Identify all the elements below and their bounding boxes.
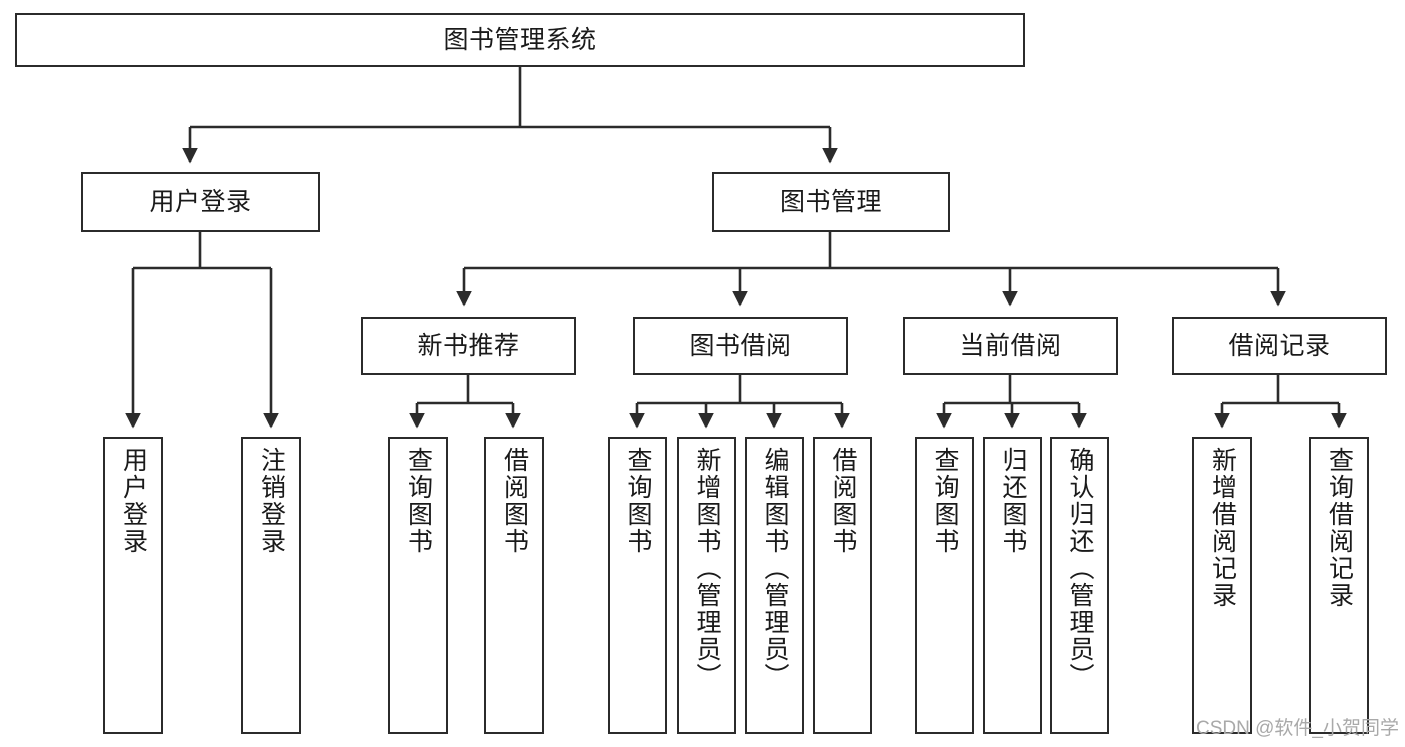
node-leaf-borrow-book-new[interactable]: 借阅图书 xyxy=(484,437,544,734)
node-leaf-confirm-return[interactable]: 确认归还（管理员） xyxy=(1050,437,1109,734)
node-label: 确认归还（管理员） xyxy=(1066,447,1094,690)
node-label: 图书借阅 xyxy=(689,331,792,360)
node-label: 借阅图书 xyxy=(829,447,857,555)
node-label: 图书管理系统 xyxy=(443,25,597,54)
node-book-management[interactable]: 图书管理 xyxy=(712,172,950,232)
node-label: 查询图书 xyxy=(404,447,433,555)
node-leaf-query-book-new[interactable]: 查询图书 xyxy=(388,437,448,734)
node-leaf-query-book-borrow[interactable]: 查询图书 xyxy=(608,437,667,734)
node-label: 用户登录 xyxy=(119,447,148,555)
node-label: 借阅图书 xyxy=(500,447,529,555)
node-label: 查询图书 xyxy=(624,447,652,555)
node-label: 新增借阅记录 xyxy=(1208,447,1237,609)
node-leaf-logout-login[interactable]: 注销登录 xyxy=(241,437,301,734)
node-leaf-add-record[interactable]: 新增借阅记录 xyxy=(1192,437,1252,734)
node-label: 新增图书（管理员） xyxy=(693,447,721,690)
node-user-login[interactable]: 用户登录 xyxy=(81,172,320,232)
node-label: 查询图书 xyxy=(931,447,959,555)
node-current-borrow[interactable]: 当前借阅 xyxy=(903,317,1118,375)
node-leaf-edit-book[interactable]: 编辑图书（管理员） xyxy=(745,437,804,734)
node-leaf-query-book-current[interactable]: 查询图书 xyxy=(915,437,974,734)
node-label: 新书推荐 xyxy=(417,331,520,360)
node-label: 当前借阅 xyxy=(959,331,1062,360)
node-new-book-recommend[interactable]: 新书推荐 xyxy=(361,317,576,375)
node-book-management-system[interactable]: 图书管理系统 xyxy=(15,13,1025,67)
node-label: 图书管理 xyxy=(779,187,882,216)
node-leaf-add-book[interactable]: 新增图书（管理员） xyxy=(677,437,736,734)
node-leaf-user-login[interactable]: 用户登录 xyxy=(103,437,163,734)
node-leaf-borrow-book[interactable]: 借阅图书 xyxy=(813,437,872,734)
node-label: 编辑图书（管理员） xyxy=(761,447,789,690)
node-book-borrow[interactable]: 图书借阅 xyxy=(633,317,848,375)
node-label: 注销登录 xyxy=(257,447,286,555)
csdn-watermark: CSDN @软件_小贺同学 xyxy=(1196,718,1399,739)
node-leaf-query-record[interactable]: 查询借阅记录 xyxy=(1309,437,1369,734)
node-label: 借阅记录 xyxy=(1228,331,1331,360)
node-leaf-return-book[interactable]: 归还图书 xyxy=(983,437,1042,734)
node-label: 查询借阅记录 xyxy=(1325,447,1354,609)
node-label: 归还图书 xyxy=(999,447,1027,555)
node-borrow-record[interactable]: 借阅记录 xyxy=(1172,317,1387,375)
node-label: 用户登录 xyxy=(149,187,252,216)
